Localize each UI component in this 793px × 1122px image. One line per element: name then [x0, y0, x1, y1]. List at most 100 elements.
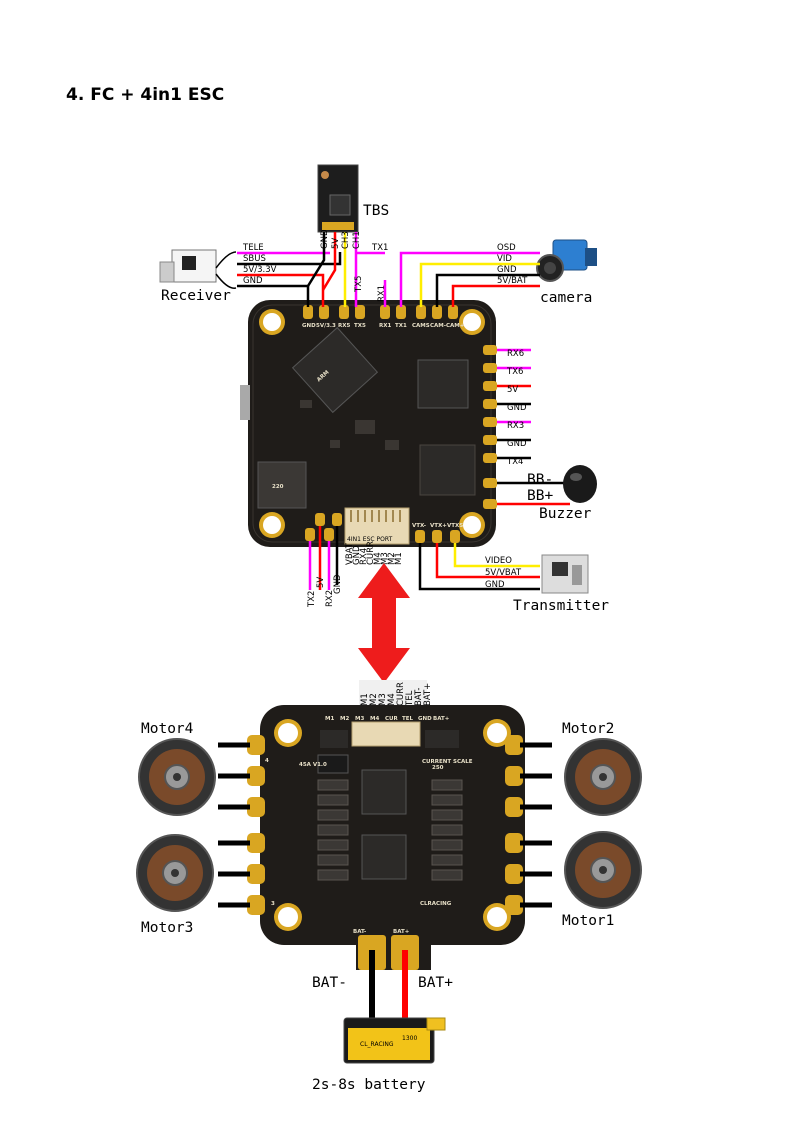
fc-right-pads	[483, 345, 497, 509]
svg-text:GND: GND	[507, 439, 527, 449]
svg-text:BAT+: BAT+	[423, 683, 433, 706]
fc-bottom-pad-labels: VTX- VTX+ VTXS	[412, 523, 463, 529]
svg-text:OSD: OSD	[497, 243, 516, 253]
svg-text:4: 4	[265, 758, 269, 764]
motor1-label: Motor1	[562, 913, 614, 929]
motor2	[564, 738, 642, 816]
svg-text:M3: M3	[355, 716, 364, 722]
svg-text:M2: M2	[369, 693, 379, 706]
svg-text:1300: 1300	[402, 1035, 417, 1042]
svg-text:5V/3.3V: 5V/3.3V	[243, 265, 277, 275]
svg-text:M4: M4	[370, 716, 379, 722]
esc-port-label: 4IN1 ESC PORT	[347, 536, 393, 543]
esc-title: 45A V1.0	[299, 762, 327, 768]
svg-text:5V: 5V	[331, 238, 341, 249]
svg-text:GND: GND	[497, 265, 517, 275]
svg-text:CAM-: CAM-	[430, 323, 446, 329]
flight-controller: ARM 220 GND 5V/3.3 RX5 T	[240, 300, 497, 547]
svg-text:TELE: TELE	[242, 243, 264, 253]
svg-text:TX4: TX4	[506, 457, 523, 467]
transmitter-module: Transmitter	[513, 554, 609, 614]
svg-text:BAT+: BAT+	[393, 929, 410, 935]
svg-text:M3: M3	[380, 552, 390, 565]
esc-connector-pins: BAT+ BAT- TEL CURR M4 M3 M2 M1	[360, 682, 433, 707]
svg-text:RX3: RX3	[507, 421, 524, 431]
svg-text:GND: GND	[418, 716, 432, 722]
fc-top-pads	[303, 305, 458, 319]
svg-text:RX1: RX1	[379, 323, 391, 329]
svg-text:RX4: RX4	[359, 548, 369, 565]
esc-top-pad-labels: M1 M2 M3 M4 CUR TEL GND BAT+	[325, 716, 450, 722]
svg-text:CURR: CURR	[366, 541, 376, 565]
buzzer-module: BB- BB+ Buzzer	[497, 465, 597, 522]
svg-text:RX1: RX1	[377, 285, 387, 302]
svg-text:TEL: TEL	[405, 690, 415, 707]
battery-label: 2s-8s battery	[312, 1077, 426, 1093]
svg-text:GND: GND	[333, 574, 343, 594]
svg-text:TX2: TX2	[307, 591, 317, 608]
svg-text:5V/BAT: 5V/BAT	[497, 276, 528, 286]
svg-text:GND: GND	[302, 323, 316, 329]
svg-text:M1: M1	[360, 693, 370, 706]
svg-text:M1: M1	[325, 716, 334, 722]
svg-text:CUR: CUR	[385, 716, 399, 722]
tbs-label: TBS	[363, 203, 389, 219]
svg-text:GND: GND	[352, 545, 362, 565]
svg-text:CH3: CH3	[341, 231, 351, 249]
svg-text:VID: VID	[497, 254, 512, 264]
motor3	[136, 834, 214, 912]
svg-text:CH1: CH1	[352, 231, 362, 249]
transmitter-wires: VIDEO 5V/VBAT GND	[418, 543, 540, 591]
svg-text:5V: 5V	[316, 577, 326, 588]
svg-text:GND: GND	[320, 229, 330, 249]
motor2-label: Motor2	[562, 721, 614, 737]
svg-text:BAT-: BAT-	[353, 929, 366, 935]
svg-text:GND: GND	[485, 580, 505, 590]
svg-text:250: 250	[432, 765, 444, 771]
motor1	[564, 831, 642, 909]
svg-text:VIDEO: VIDEO	[485, 556, 512, 566]
fc-top-pad-labels: GND 5V/3.3 RX5 TX5 RX1 TX1 CAMS CAM- CAM…	[302, 323, 465, 329]
svg-text:CURRENT SCALE: CURRENT SCALE	[422, 759, 473, 765]
esc-motor-pads-right	[505, 735, 523, 915]
fc-right-wires	[497, 348, 531, 460]
svg-text:GND: GND	[243, 276, 263, 286]
motor-wires	[218, 742, 552, 908]
svg-text:RX5: RX5	[338, 323, 350, 329]
camera-label: camera	[540, 290, 592, 306]
fc-bottom-wires	[308, 526, 339, 590]
tbs-wire-labels: GND 5V CH3 CH1 TX1 TX5 RX1	[320, 229, 388, 302]
motor4-label: Motor4	[141, 721, 194, 737]
svg-text:BB+: BB+	[527, 488, 553, 504]
svg-text:BAT-: BAT-	[414, 688, 424, 706]
tbs-module: TBS	[317, 164, 389, 233]
camera-wires: OSD VID GND 5V/BAT	[399, 243, 540, 307]
svg-text:BAT+: BAT+	[433, 716, 450, 722]
bat-minus-label: BAT-	[312, 975, 347, 991]
receiver-module: Receiver	[159, 249, 237, 304]
svg-text:BB-: BB-	[527, 472, 553, 488]
svg-text:VTX-: VTX-	[412, 523, 426, 529]
buzzer-label: Buzzer	[539, 506, 592, 522]
camera-module: camera	[536, 239, 597, 306]
svg-text:CURR: CURR	[396, 682, 406, 706]
svg-text:5V/3.3: 5V/3.3	[316, 323, 336, 329]
svg-text:VTX+: VTX+	[430, 523, 447, 529]
battery: CL_RACING 1300	[343, 1017, 446, 1064]
svg-text:M4: M4	[387, 693, 397, 706]
svg-text:CL_RACING: CL_RACING	[360, 1041, 394, 1048]
page-heading: 4. FC + 4in1 ESC	[66, 85, 225, 105]
svg-text:TX5: TX5	[354, 323, 366, 329]
svg-text:M3: M3	[378, 693, 388, 706]
esc-brand: CLRACING	[420, 901, 452, 907]
receiver-label: Receiver	[161, 288, 231, 304]
svg-text:TX1: TX1	[395, 323, 407, 329]
fc-bottom-wire-labels: TX2 5V RX2 GND	[307, 574, 343, 608]
svg-text:GND: GND	[507, 403, 527, 413]
battery-wires	[369, 950, 408, 1020]
svg-text:3: 3	[271, 901, 275, 907]
esc-port-pins: VBAT GND RX4 CURR M4 M3 M2 M1	[345, 541, 404, 565]
svg-text:5V/VBAT: 5V/VBAT	[485, 568, 522, 578]
svg-text:M2: M2	[340, 716, 349, 722]
